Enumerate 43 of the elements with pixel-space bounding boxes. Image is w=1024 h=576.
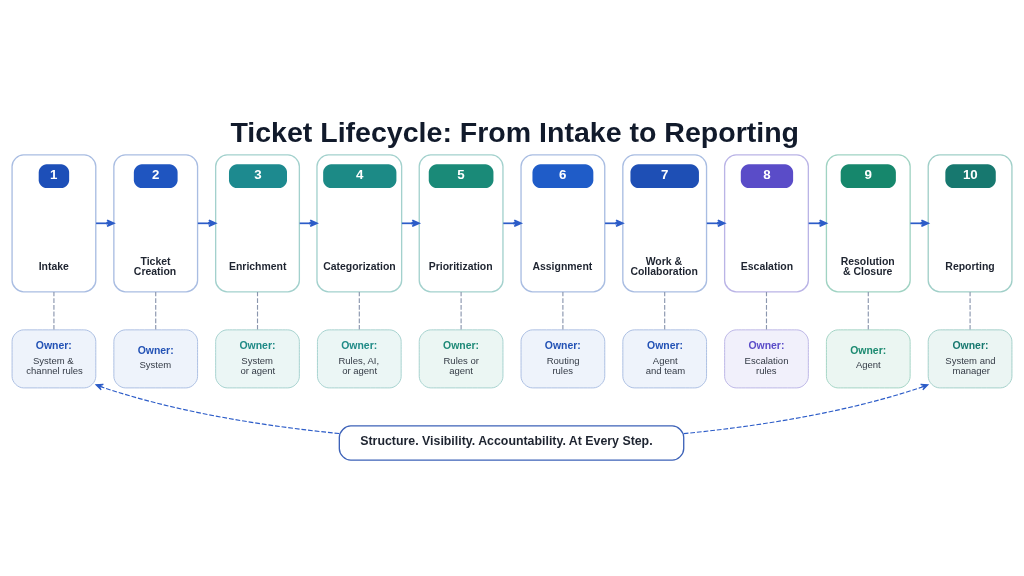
node-box: Owner: Escalation rules <box>724 329 809 389</box>
arrow <box>807 219 828 228</box>
node-box: Owner: Routing rules <box>520 329 606 389</box>
connector <box>53 291 55 331</box>
connector <box>562 291 564 331</box>
node-box: 8 Escalation <box>723 154 809 293</box>
arrow <box>401 219 420 228</box>
arrow <box>95 383 340 435</box>
node-box: 3 Enrichment <box>215 154 301 293</box>
arrow <box>683 383 929 435</box>
connector <box>867 291 869 331</box>
arrow <box>502 219 522 228</box>
node-box: Owner: System or agent <box>215 329 300 389</box>
arrow <box>706 219 726 228</box>
node-box: Owner: Agent <box>825 329 911 389</box>
arrow <box>298 219 318 228</box>
node-box: 4 Categorization <box>316 154 403 293</box>
arrow <box>197 219 217 228</box>
connector <box>460 291 462 331</box>
node-box: Structure. Visibility. Accountability. At Every Step. <box>338 425 685 461</box>
connector <box>358 291 360 331</box>
connector <box>765 291 768 331</box>
connector <box>969 291 971 331</box>
node-box: 5 Prioritization <box>418 154 504 293</box>
connector <box>256 291 259 331</box>
connector <box>155 291 157 331</box>
node-box: Owner: System and manager <box>927 329 1013 389</box>
diagram-title: Ticket Lifecycle: From Intake to Reporting <box>230 115 800 148</box>
node-box: 1 Intake <box>11 154 97 293</box>
arrow <box>909 219 929 228</box>
node-box: Owner: Rules or agent <box>418 329 504 389</box>
node-box: 10 Reporting <box>927 154 1013 293</box>
node-box: Owner: Rules, AI, or agent <box>316 329 402 389</box>
arrow <box>95 219 115 228</box>
node-box: Owner: Agent and team <box>622 329 708 389</box>
node-box: 6 Assignment <box>520 154 606 293</box>
node-box: Owner: System & channel rules <box>11 329 97 389</box>
connector <box>664 291 666 331</box>
node-box: 7 Work & Collaboration <box>622 154 708 293</box>
node-box: 9 Resolution & Closure <box>825 154 911 293</box>
node-box: 2 Ticket Creation <box>113 154 199 293</box>
node-box: Owner: System <box>113 329 199 389</box>
arrow <box>604 219 624 228</box>
